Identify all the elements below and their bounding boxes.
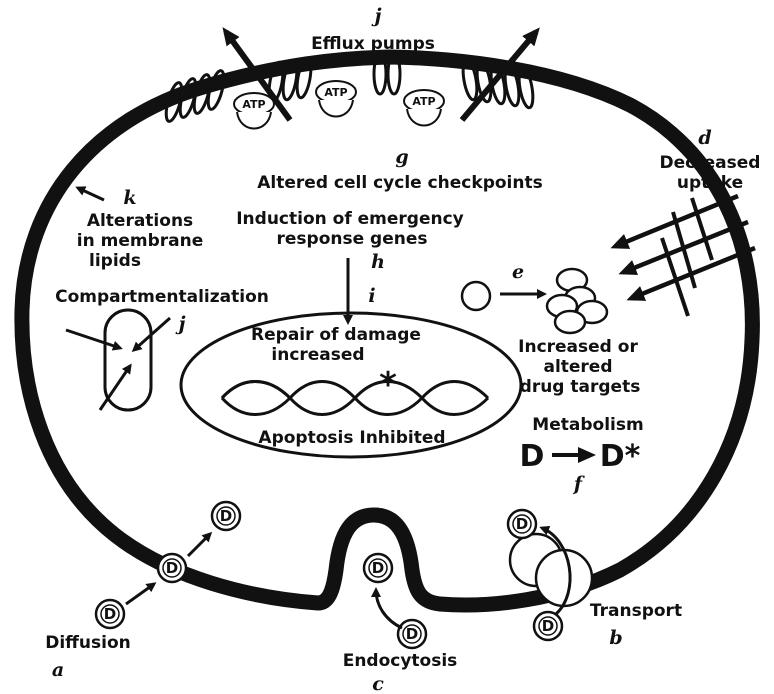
drug-targets-cluster bbox=[547, 269, 607, 333]
metabolism-label: Metabolism bbox=[532, 415, 643, 435]
compartment-arrow-in-left bbox=[66, 330, 120, 348]
endocytosis-arrow bbox=[376, 590, 402, 628]
dna-double-helix bbox=[222, 382, 488, 415]
drug-transport-outside: D bbox=[534, 612, 562, 640]
metabolism-d-star: D* bbox=[600, 439, 641, 474]
atp-unit-1: ATP bbox=[234, 93, 274, 129]
checkpoint-label: Altered cell cycle checkpoints bbox=[257, 173, 542, 193]
drug-diffusion-inside: D bbox=[212, 502, 240, 530]
metabolism-d: D bbox=[520, 439, 545, 474]
atp-label-2: ATP bbox=[324, 86, 347, 99]
atp-label-3: ATP bbox=[412, 95, 435, 108]
drug-symbol: D bbox=[104, 605, 116, 623]
emergency-label-line1: Induction of emergency bbox=[236, 209, 464, 229]
drug-symbol: D bbox=[542, 617, 554, 635]
diffusion-arrow-1 bbox=[126, 584, 154, 604]
lipids-label-line1: Alterations bbox=[87, 211, 193, 231]
drug-target-single bbox=[462, 282, 490, 310]
drug-endocytosis-inside: D bbox=[364, 554, 392, 582]
lipids-label-line2: in membrane bbox=[77, 231, 203, 251]
drug-symbol: D bbox=[166, 559, 178, 577]
transport-letter: b bbox=[609, 627, 622, 649]
targets-label-line3: drug targets bbox=[520, 377, 641, 397]
targets-letter: e bbox=[512, 261, 524, 283]
drug-diffusion-outside: D bbox=[96, 600, 124, 628]
drug-transport-inside: D bbox=[508, 510, 536, 538]
lipids-label-line3: lipids bbox=[89, 251, 141, 271]
drug-symbol: D bbox=[220, 507, 232, 525]
emergency-letter: h bbox=[371, 251, 385, 273]
drug-symbol: D bbox=[516, 515, 528, 533]
compartmentalization-label: Compartmentalization bbox=[55, 287, 269, 307]
lipids-letter: k bbox=[123, 187, 136, 209]
efflux-letter: j bbox=[371, 5, 382, 27]
emergency-label-line2: response genes bbox=[277, 229, 428, 249]
atp-label-1: ATP bbox=[242, 98, 265, 111]
lipids-arrow bbox=[78, 188, 104, 200]
diffusion-arrow-2 bbox=[188, 534, 210, 556]
drug-symbol: D bbox=[372, 559, 384, 577]
targets-label-line2: altered bbox=[543, 357, 612, 377]
uptake-label-line2: uptake bbox=[677, 173, 743, 193]
targets-label-line1: Increased or bbox=[518, 337, 638, 357]
endocytosis-letter: c bbox=[372, 673, 384, 694]
dna-damage-asterisk: * bbox=[379, 365, 397, 405]
metabolism-letter: f bbox=[572, 473, 585, 495]
drug-endocytosis-outside: D bbox=[398, 620, 426, 648]
compartmentalization-letter: j bbox=[175, 313, 186, 335]
repair-label-line1: Repair of damage bbox=[251, 325, 421, 345]
checkpoint-letter: g bbox=[395, 146, 408, 168]
repair-label-line2: increased bbox=[271, 345, 364, 365]
repair-letter: i bbox=[368, 285, 375, 307]
atp-unit-2: ATP bbox=[316, 81, 356, 117]
diffusion-label: Diffusion bbox=[45, 633, 131, 653]
drug-symbol: D bbox=[406, 625, 418, 643]
atp-unit-3: ATP bbox=[404, 90, 444, 126]
uptake-label-line1: Decreased bbox=[660, 153, 761, 173]
drug-diffusion-membrane: D bbox=[158, 554, 186, 582]
diffusion-letter: a bbox=[52, 659, 64, 681]
endocytosis-label: Endocytosis bbox=[343, 651, 458, 671]
efflux-label: Efflux pumps bbox=[311, 34, 435, 54]
uptake-letter: d bbox=[698, 127, 711, 149]
apoptosis-label: Apoptosis Inhibited bbox=[258, 428, 445, 448]
transport-label: Transport bbox=[590, 601, 682, 621]
